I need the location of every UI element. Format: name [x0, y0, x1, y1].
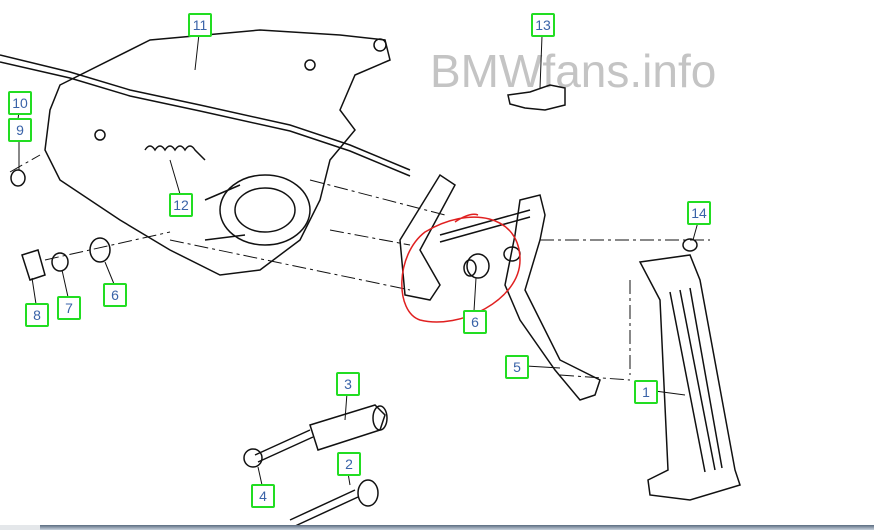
callout-7[interactable]: 7: [57, 296, 81, 320]
callout-14[interactable]: 14: [687, 201, 711, 225]
window-bottom-bar: [0, 525, 874, 530]
clip: [507, 84, 566, 111]
callout-10[interactable]: 10: [8, 91, 32, 115]
callout-6[interactable]: 6: [103, 283, 127, 307]
bracket-plate: [44, 29, 391, 276]
pedal-bearing: [219, 174, 311, 246]
highlight-circle: [401, 213, 521, 323]
callout-3[interactable]: 3: [336, 372, 360, 396]
callout-9[interactable]: 9: [8, 118, 32, 142]
callout-8[interactable]: 8: [25, 303, 49, 327]
callout-5[interactable]: 5: [505, 355, 529, 379]
bottom-tab: [0, 525, 40, 530]
callout-12[interactable]: 12: [169, 193, 193, 217]
bolt-2: [289, 489, 359, 528]
bolt-3: [254, 429, 314, 463]
watermark: BMWfans.info: [430, 45, 717, 97]
callout-13[interactable]: 13: [531, 13, 555, 37]
callout-6-highlighted[interactable]: 6: [463, 310, 487, 334]
callout-1[interactable]: 1: [634, 380, 658, 404]
accelerator-pedal: [638, 254, 741, 501]
callout-2[interactable]: 2: [337, 452, 361, 476]
cable: [0, 54, 411, 171]
bushing: [89, 237, 111, 263]
spring: [144, 145, 206, 161]
callout-11[interactable]: 11: [188, 13, 212, 37]
callout-4[interactable]: 4: [251, 484, 275, 508]
